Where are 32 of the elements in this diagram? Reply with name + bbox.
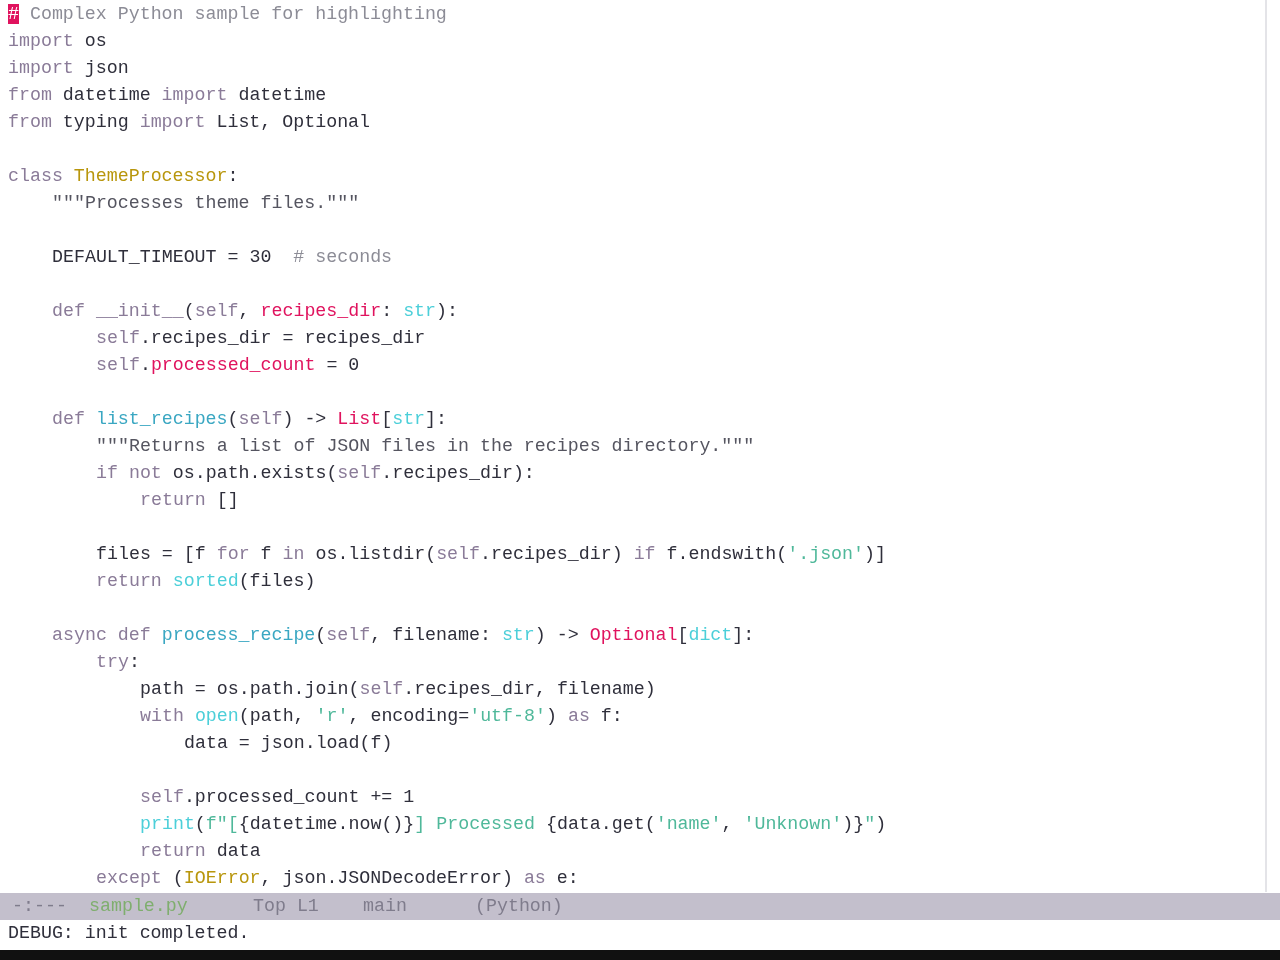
file-name: sample.py bbox=[89, 895, 188, 917]
code-line: class ThemeProcessor: bbox=[8, 165, 239, 187]
code-line: import json bbox=[8, 57, 129, 79]
code-line: with open(path, 'r', encoding='utf-8') as f: bbox=[140, 705, 623, 727]
code-line: self.processed_count = 0 bbox=[96, 354, 360, 376]
code-line: except (IOError, json.JSONDecodeError) as e: bbox=[96, 867, 579, 889]
code-line: def __init__(self, recipes_dir: str): bbox=[52, 300, 458, 322]
branch-name: main bbox=[363, 895, 407, 917]
code-line: self.recipes_dir = recipes_dir bbox=[96, 327, 426, 349]
docstring: """Returns a list of JSON files in the recipes directory.""" bbox=[96, 435, 755, 457]
message-text: DEBUG: init completed. bbox=[8, 922, 250, 944]
code-line: data = json.load(f) bbox=[184, 732, 393, 754]
code-line: self.processed_count += 1 bbox=[140, 786, 415, 808]
code-line: try: bbox=[96, 651, 140, 673]
cursor-position: Top L1 bbox=[253, 895, 319, 917]
status-indicator: -:--- bbox=[12, 895, 67, 917]
code-line: import os bbox=[8, 30, 107, 52]
code-line: async def process_recipe(self, filename: str) -> Optional[dict]: bbox=[52, 624, 755, 646]
code-comment: # Complex Python sample for highlighting bbox=[8, 3, 447, 25]
code-line: return data bbox=[140, 840, 261, 862]
code-line: files = [f for f in os.listdir(self.recipes_dir) if f.endswith('.json')] bbox=[96, 543, 886, 565]
code-line: return [] bbox=[140, 489, 239, 511]
code-line: print(f"[{datetime.now()}] Processed {data.get('name', 'Unknown')}") bbox=[140, 813, 887, 835]
code-line: DEFAULT_TIMEOUT = 30 # seconds bbox=[52, 246, 393, 268]
code-line: from typing import List, Optional bbox=[8, 111, 371, 133]
code-line: if not os.path.exists(self.recipes_dir): bbox=[96, 462, 535, 484]
mode-name: (Python) bbox=[475, 895, 563, 917]
docstring: """Processes theme files.""" bbox=[52, 192, 360, 214]
code-line: return sorted(files) bbox=[96, 570, 316, 592]
code-line: def list_recipes(self) -> List[str]: bbox=[52, 408, 448, 430]
code-line: path = os.path.join(self.recipes_dir, filename) bbox=[140, 678, 656, 700]
code-line: from datetime import datetime bbox=[8, 84, 327, 106]
